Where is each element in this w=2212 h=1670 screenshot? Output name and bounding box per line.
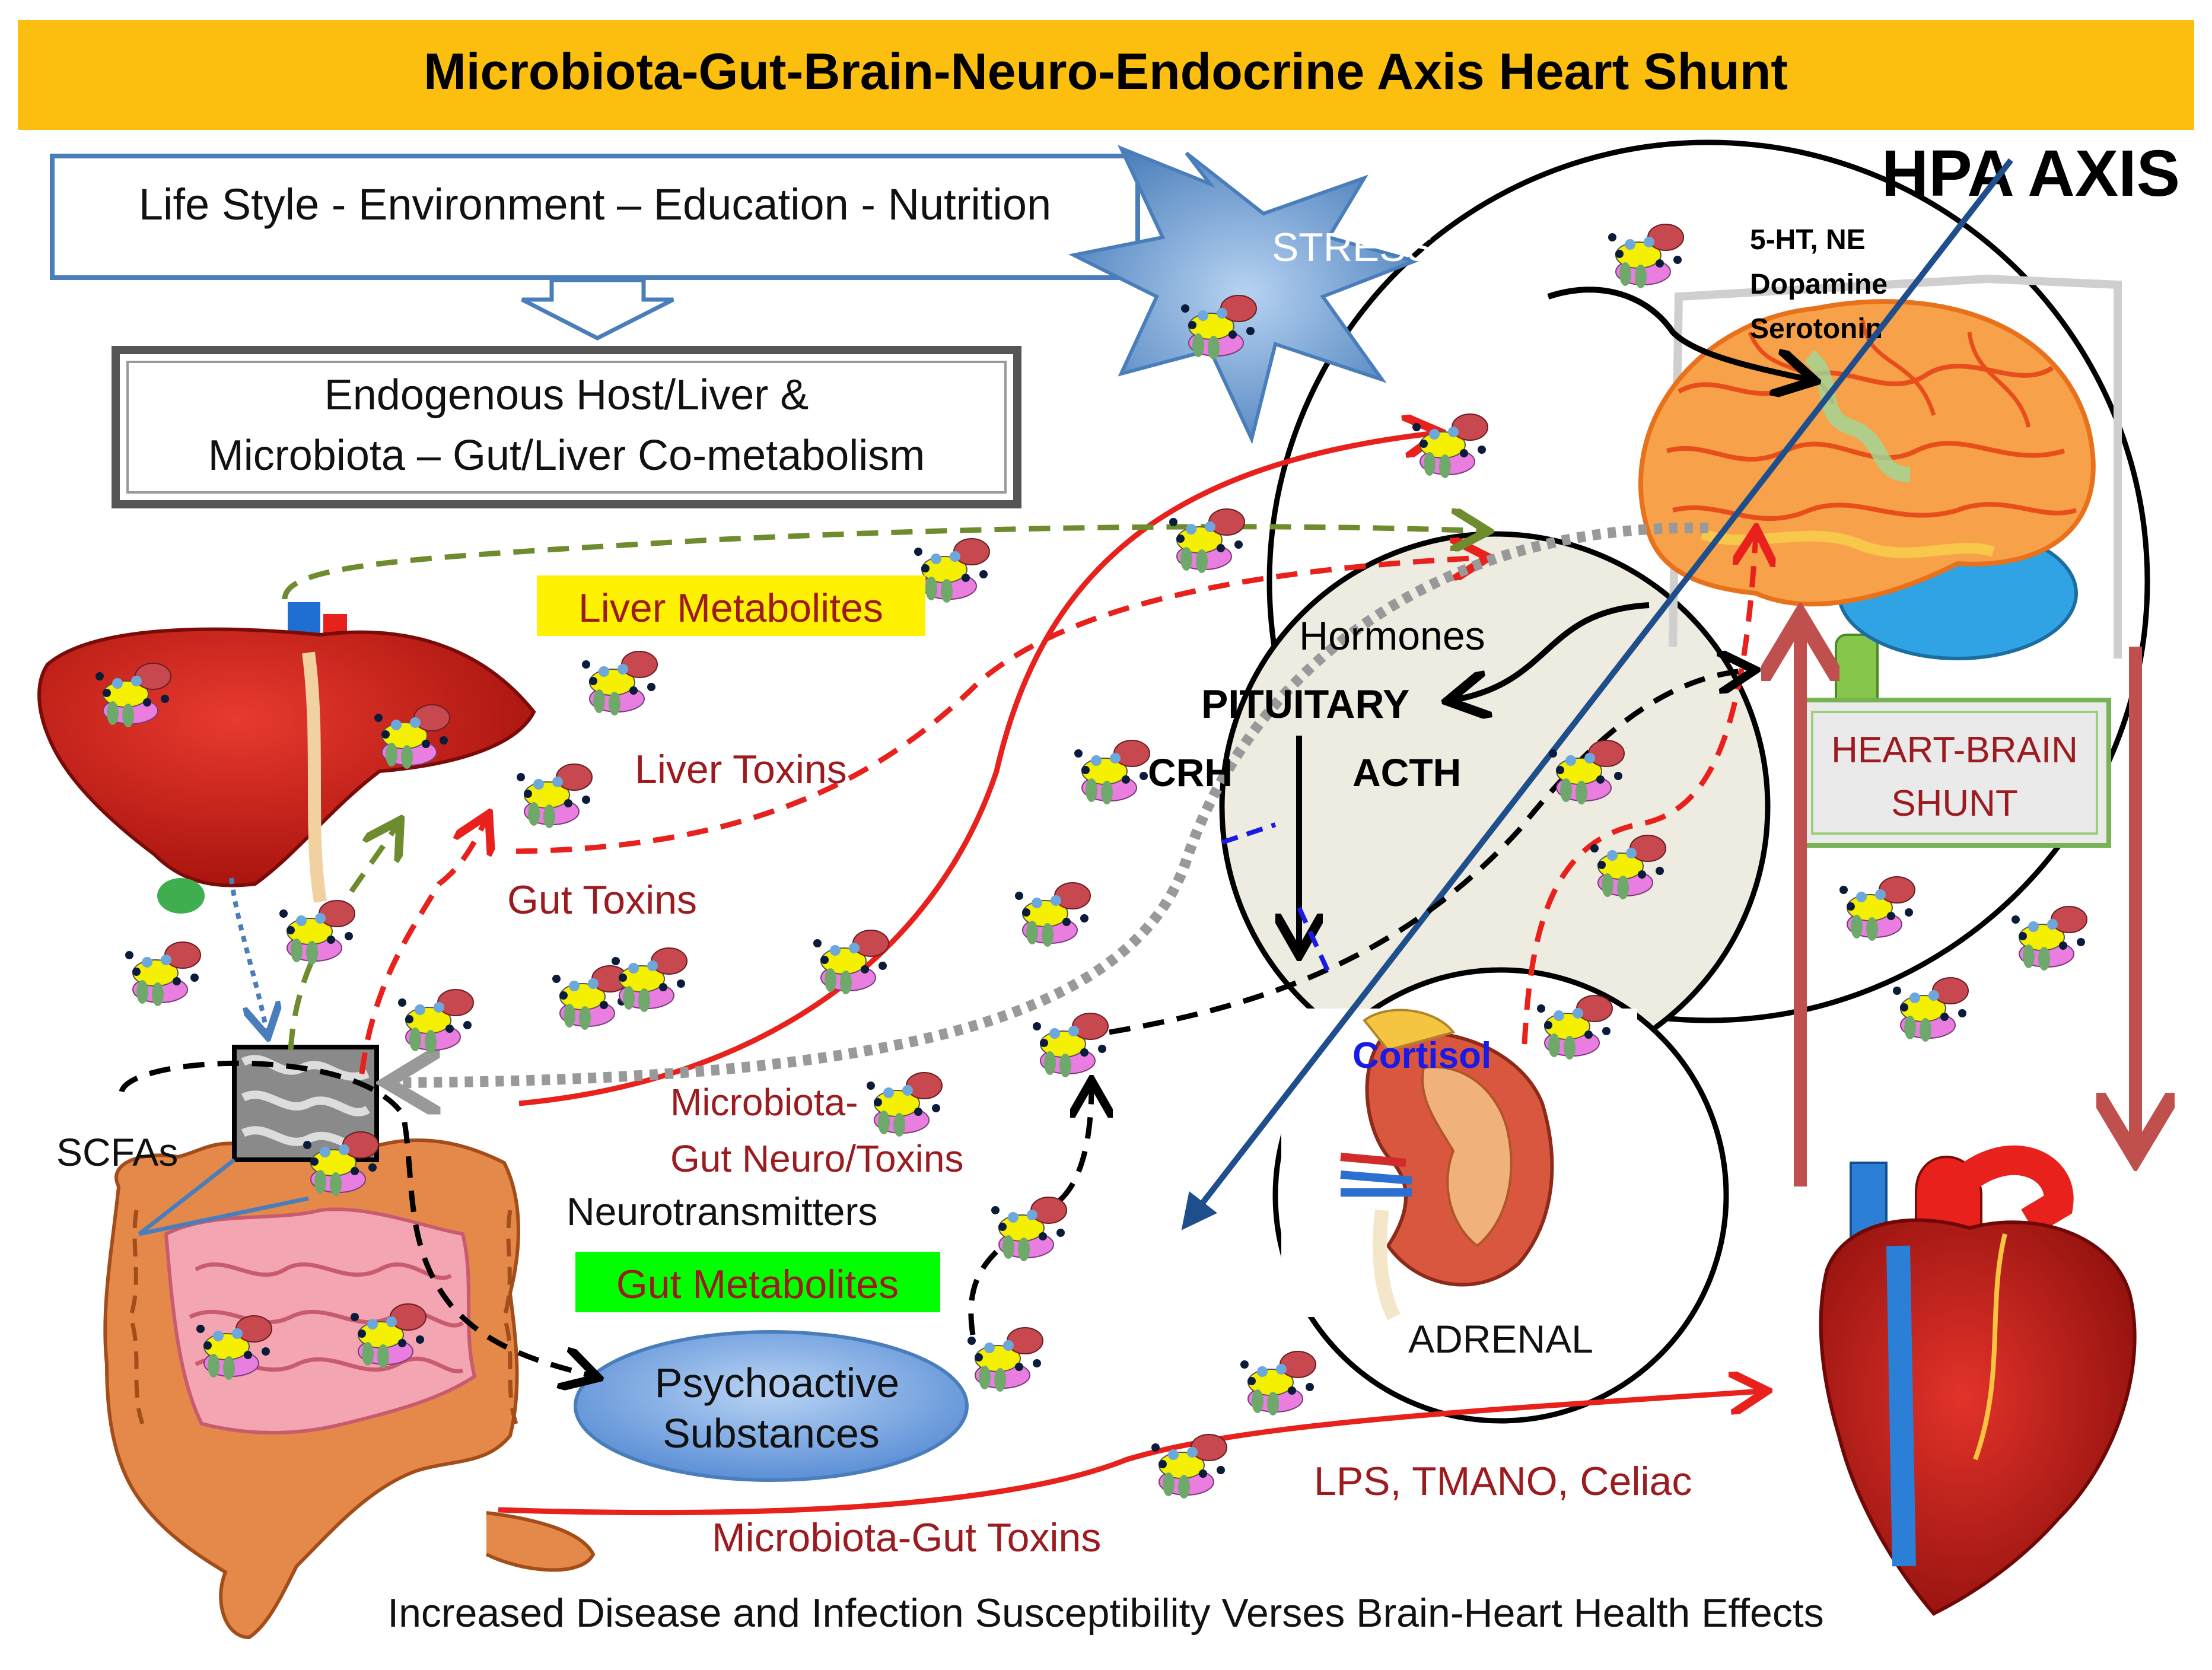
gut-metabolites-highlight (575, 1252, 940, 1312)
black-solid-arrow-stress-brain (1547, 287, 1809, 380)
lps-label: LPS, TMANO, Celiac (1314, 1459, 1692, 1504)
microbe-icon (611, 947, 688, 1013)
nt-line1: 5-HT, NE (1750, 224, 1866, 256)
microbe-icon (967, 1327, 1043, 1392)
microbe-icon (125, 941, 201, 1007)
lifestyle-text: Life Style - Environment – Education - N… (139, 180, 1051, 229)
lifestyle-box (50, 154, 1140, 280)
microbe-icon (516, 764, 593, 829)
psychoactive-ellipse (574, 1330, 969, 1482)
page-title: Microbiota-Gut-Brain-Neuro-Endocrine Axi… (424, 43, 1788, 100)
liver-metabolites-label: Liver Metabolites (578, 586, 883, 631)
microbe-icon (552, 965, 628, 1030)
heart-icon (1819, 1145, 2137, 1616)
microbe-icon (1014, 882, 1091, 947)
microbe-icon (1892, 977, 1969, 1042)
microbe-icon (279, 900, 355, 965)
nt-line2: Dopamine (1750, 269, 1888, 300)
down-arrow-icon (521, 278, 674, 341)
green-dashed-arrow-liver (288, 825, 397, 1051)
microbe-icon (914, 538, 990, 603)
microbe-icon (1169, 508, 1245, 574)
scfas-label: SCFAs (56, 1130, 178, 1174)
neurotransmitters-label: Neurotransmitters (566, 1189, 878, 1233)
cortisol-label: Cortisol (1352, 1035, 1491, 1076)
hormones-label: Hormones (1299, 613, 1485, 659)
stress-label: STRESS (1272, 225, 1433, 270)
hpa-diagonal-line (1181, 158, 2013, 1230)
black-dashed-arrow-neurotransmitters (968, 1086, 1091, 1335)
black-dashed-arrow-acth (1109, 670, 1750, 1035)
footer-text: Increased Disease and Infection Suscepti… (387, 1591, 1824, 1636)
liver-metabolites-highlight (537, 575, 925, 636)
microbe-icon (581, 651, 658, 716)
intestine-icon (103, 1138, 596, 1640)
brain-circle (1266, 139, 2150, 1023)
pituitary-label: PITUITARY (1201, 682, 1409, 727)
microbe-icon (866, 1072, 943, 1137)
liver-toxins-label: Liver Toxins (635, 747, 847, 792)
microbe-icon (397, 989, 474, 1054)
microbe-icon (1412, 413, 1488, 479)
microbe-icon (1240, 1351, 1316, 1416)
red-dashed-arrow-gut (359, 819, 486, 1074)
title-bar (18, 20, 2194, 130)
shunt-line1: HEART-BRAIN (1831, 730, 2078, 771)
psychoactive-line2: Substances (663, 1410, 880, 1456)
gut-metabolites-label: Gut Metabolites (616, 1262, 899, 1307)
microbe-icon (991, 1197, 1067, 1262)
microbe-icon (1074, 740, 1150, 805)
microbe-icon (1608, 224, 1684, 289)
adrenal-label: ADRENAL (1408, 1317, 1593, 1361)
nt-line3: Serotonin (1750, 313, 1883, 345)
gray-dotted-arrow-gut (397, 522, 1709, 1083)
gut-toxins-label: Gut Toxins (507, 877, 697, 923)
kidney-adrenal-icon (1281, 1009, 1637, 1321)
cometabolism-line2: Microbiota – Gut/Liver Co-metabolism (208, 432, 925, 479)
acth-label: ACTH (1352, 750, 1461, 794)
microbe-icon (1839, 876, 1915, 941)
gut-neuro-toxins-line2: Gut Neuro/Toxins (670, 1137, 963, 1180)
microbe-icon (2011, 906, 2087, 971)
gut-neuro-toxins-line1: Microbiota- (670, 1081, 858, 1124)
stress-star (1068, 145, 1421, 444)
cometabolism-box (112, 346, 1021, 508)
cometabolism-line1: Endogenous Host/Liver & (324, 371, 809, 419)
red-solid-arrow-brain (518, 433, 1436, 1106)
microbe-icon (813, 930, 889, 995)
liver-icon (37, 602, 536, 914)
heart-brain-shunt-box (1798, 698, 2111, 848)
black-dashed-arrow-psychoactive (119, 1060, 593, 1376)
psychoactive-line1: Psychoactive (655, 1360, 899, 1406)
black-solid-arrow-hormones (1453, 602, 1650, 700)
crh-label: CRH (1148, 750, 1233, 794)
microbiota-gut-toxins-label: Microbiota-Gut Toxins (712, 1515, 1101, 1560)
red-solid-arrow-heart (498, 1391, 1762, 1516)
hpa-axis-label: HPA AXIS (1882, 137, 2180, 210)
microbe-icon (1032, 1013, 1109, 1078)
blue-dotted-arrow-gut (229, 877, 267, 1032)
shunt-line2: SHUNT (1891, 783, 2018, 824)
